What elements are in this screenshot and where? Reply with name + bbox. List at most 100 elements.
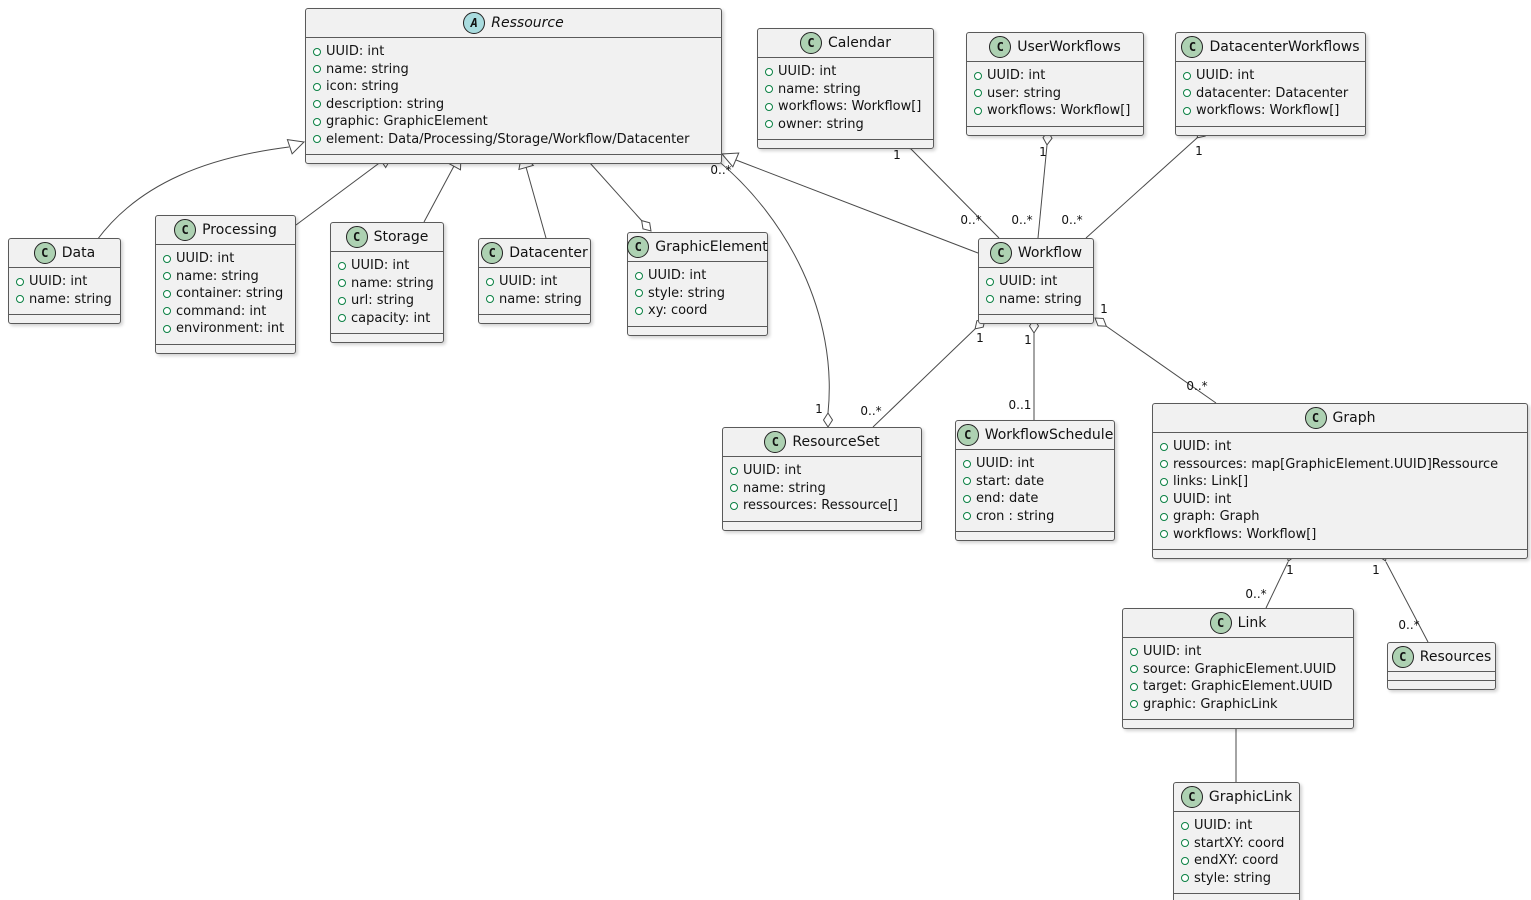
class-attribute: source: GraphicElement.UUID <box>1130 661 1345 679</box>
class-attribute: startXY: coord <box>1181 835 1291 853</box>
class-title-row: C Processing <box>156 216 295 245</box>
edge-datacenterworkflows-workflow <box>1085 137 1198 239</box>
methods-compartment <box>306 154 721 163</box>
class-attribute: UUID: int <box>16 273 112 291</box>
attribute-text: environment: int <box>176 321 285 336</box>
attribute-text: container: string <box>176 286 284 301</box>
attribute-text: end: date <box>976 491 1039 506</box>
field-visibility-icon <box>635 289 643 298</box>
class-title-row: C Datacenter <box>479 239 590 268</box>
multiplicity-label: 1 <box>1024 333 1032 347</box>
class-attribute: workflows: Workflow[] <box>1183 102 1357 120</box>
methods-compartment <box>1174 893 1299 900</box>
attribute-text: owner: string <box>778 116 864 132</box>
class-name: Link <box>1237 615 1267 631</box>
field-visibility-icon <box>730 484 738 493</box>
edge-workflow-graph-aggregation-diamond <box>1094 317 1108 327</box>
field-visibility-icon <box>1181 839 1189 848</box>
class-attribute: datacenter: Datacenter <box>1183 85 1357 103</box>
attribute-text: links: Link[] <box>1173 474 1249 489</box>
attribute-text: graphic: GraphicElement <box>326 114 488 129</box>
class-attribute: start: date <box>963 473 1106 491</box>
multiplicity-label: 1 <box>1286 563 1294 577</box>
multiplicity-label: 1 <box>1372 563 1380 577</box>
attribute-text: description: string <box>326 96 445 112</box>
field-visibility-icon <box>730 501 738 510</box>
field-visibility-icon <box>974 106 982 115</box>
class-icon: C <box>1181 36 1204 58</box>
field-visibility-icon <box>963 459 971 468</box>
class-name: Processing <box>202 222 277 238</box>
class-attribute: name: string <box>765 81 925 99</box>
class-name: Datacenter <box>509 245 588 261</box>
edge-processing-extends-ressource <box>295 160 383 226</box>
field-visibility-icon <box>163 307 171 316</box>
field-visibility-icon <box>1160 477 1168 486</box>
multiplicity-label: 0..* <box>1061 213 1083 227</box>
attribute-text: ressources: map[GraphicElement.UUID]Ress… <box>1173 456 1499 472</box>
attribute-text: UUID: int <box>743 463 802 478</box>
attribute-text: UUID: int <box>976 456 1035 471</box>
class-attribute: name: string <box>163 268 287 286</box>
attribute-text: workflows: Workflow[] <box>1196 103 1340 118</box>
attribute-text: graph: Graph <box>1173 509 1260 524</box>
field-visibility-icon <box>963 494 971 503</box>
field-visibility-icon <box>163 254 171 263</box>
field-visibility-icon <box>1160 495 1168 504</box>
class-attribute: name: string <box>338 275 435 293</box>
attribute-text: UUID: int <box>1196 68 1255 83</box>
attribute-text: graphic: GraphicLink <box>1143 696 1278 712</box>
field-visibility-icon <box>1183 71 1191 80</box>
field-visibility-icon <box>1160 530 1168 539</box>
methods-compartment <box>723 520 921 530</box>
field-visibility-icon <box>765 102 773 111</box>
class-attribute: workflows: Workflow[] <box>1160 526 1519 544</box>
field-visibility-icon <box>765 85 773 94</box>
attribute-text: UUID: int <box>1194 818 1253 833</box>
field-visibility-icon <box>635 271 643 280</box>
class-icon: C <box>174 219 197 241</box>
class-attribute: description: string <box>313 96 713 114</box>
class-icon: C <box>764 431 787 453</box>
class-attribute: UUID: int <box>986 273 1085 291</box>
class-attribute: workflows: Workflow[] <box>765 98 925 116</box>
multiplicity-label: 1 <box>1100 302 1108 316</box>
attribute-text: workflows: Workflow[] <box>987 103 1131 118</box>
class-attribute: UUID: int <box>1183 67 1357 85</box>
field-visibility-icon <box>765 120 773 129</box>
multiplicity-label: 0..* <box>1186 379 1208 393</box>
attribute-text: UUID: int <box>499 274 558 289</box>
methods-compartment <box>331 333 443 342</box>
attribute-text: UUID: int <box>1173 491 1232 507</box>
attribute-text: source: GraphicElement.UUID <box>1143 661 1337 677</box>
multiplicity-label: 1 <box>893 148 901 162</box>
field-visibility-icon <box>486 295 494 304</box>
field-visibility-icon <box>313 47 321 56</box>
abstract-class-icon: A <box>463 12 486 34</box>
methods-compartment <box>1388 680 1495 689</box>
attribute-text: name: string <box>29 291 112 307</box>
attribute-text: UUID: int <box>999 274 1058 289</box>
attribute-text: name: string <box>778 81 861 97</box>
class-attribute: user: string <box>974 85 1135 103</box>
class-icon: C <box>481 242 504 264</box>
class-attribute: UUID: int <box>1130 643 1345 661</box>
attribute-text: name: string <box>351 275 434 291</box>
attribute-text: xy: coord <box>648 303 708 318</box>
